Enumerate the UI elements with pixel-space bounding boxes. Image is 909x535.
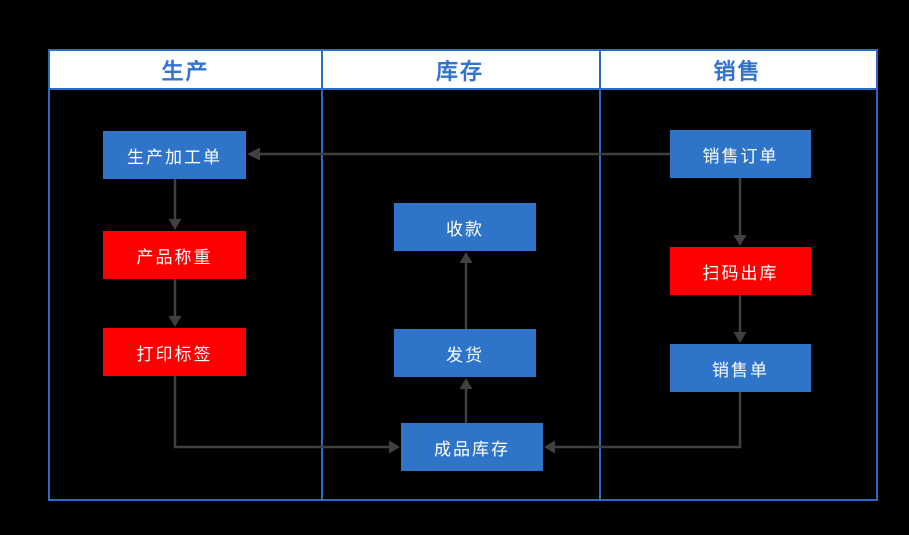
lane-header-inventory: 库存 — [435, 58, 484, 84]
node-shipping: 发货 — [394, 329, 536, 377]
lane-divider-2 — [599, 51, 601, 499]
node-finished-goods-inventory-label: 成品库存 — [434, 439, 510, 459]
arrowhead-down-into-scan-outbound — [733, 235, 747, 246]
node-collection: 收款 — [394, 203, 536, 251]
arrowhead-right-into-finished-goods — [389, 440, 400, 454]
node-product-weighing-label: 产品称重 — [136, 247, 213, 267]
node-production-order-label: 生产加工单 — [127, 147, 222, 167]
arrowhead-left-into-finished-goods — [544, 440, 555, 454]
arrowhead-down-into-weighing — [168, 219, 182, 230]
arrowhead-left-into-production-order — [247, 147, 260, 161]
node-sales-slip: 销售单 — [670, 344, 811, 392]
node-collection-label: 收款 — [446, 219, 484, 239]
node-scan-outbound: 扫码出库 — [670, 247, 811, 295]
node-production-order: 生产加工单 — [103, 131, 246, 179]
edge-print-label-to-finished-goods — [173, 376, 391, 449]
edge-sales-slip-to-finished-goods — [553, 392, 742, 449]
lane-divider-1 — [321, 51, 323, 499]
node-sales-order: 销售订单 — [670, 130, 811, 178]
arrowhead-down-into-sales-slip — [733, 332, 747, 343]
node-sales-slip-label: 销售单 — [712, 360, 769, 380]
node-finished-goods-inventory: 成品库存 — [401, 423, 543, 471]
lane-header-row: 生产 库存 销售 — [50, 51, 876, 90]
node-sales-order-label: 销售订单 — [702, 146, 779, 166]
node-product-weighing: 产品称重 — [103, 231, 246, 279]
node-print-label: 打印标签 — [103, 328, 246, 376]
arrowhead-up-into-collection — [459, 252, 473, 263]
node-shipping-label: 发货 — [446, 345, 484, 365]
node-print-label-label: 打印标签 — [136, 344, 213, 364]
lane-header-sales: 销售 — [713, 58, 762, 84]
swimlane-table: 生产 库存 销售 — [48, 49, 878, 501]
arrowhead-up-into-shipping — [459, 378, 473, 389]
arrowhead-down-into-print-label — [168, 316, 182, 327]
node-scan-outbound-label: 扫码出库 — [702, 263, 779, 283]
lane-header-production: 生产 — [161, 58, 210, 84]
